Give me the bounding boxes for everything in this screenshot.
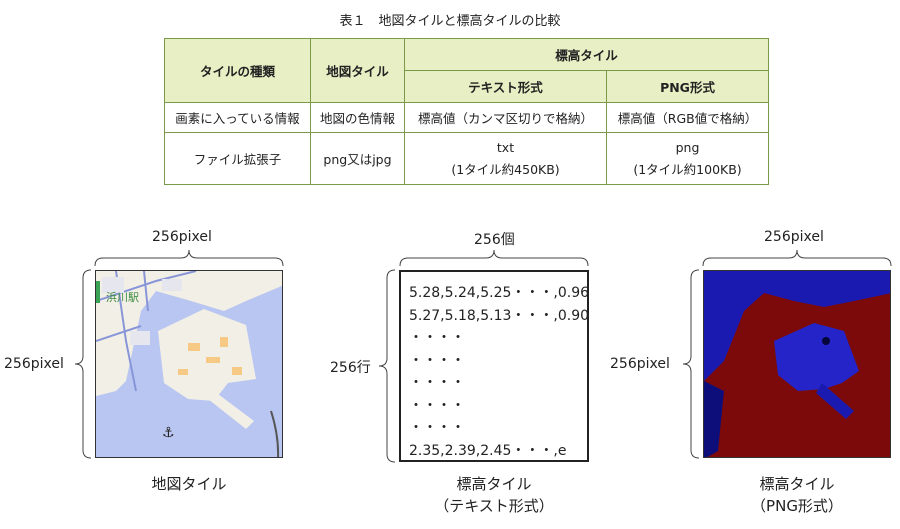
header-png-format: PNG形式	[605, 70, 770, 103]
text-tile-subtitle: （テキスト形式）	[434, 497, 554, 515]
comparison-table: タイルの種類 地図タイル 標高タイル テキスト形式 PNG形式 画素に入っている…	[164, 38, 770, 185]
text-line-6: ・・・・	[409, 397, 465, 414]
text-top-dimension: 256個	[474, 232, 515, 248]
png-tile-image	[703, 270, 891, 458]
header-text-format: テキスト形式	[404, 70, 607, 103]
png-top-bracket	[702, 249, 892, 267]
png-size: (1タイル約100KB)	[633, 161, 742, 177]
text-line-7: ・・・・	[409, 420, 465, 436]
png-ext: png	[675, 139, 700, 155]
map-drawing: 浜川駅 ⚓	[96, 271, 282, 457]
station-label: 浜川駅	[106, 291, 139, 304]
png-side-bracket	[682, 269, 700, 459]
cell-png-extension: png (1タイル約100KB)	[605, 132, 770, 185]
map-top-bracket	[94, 249, 284, 267]
text-tile-box: 5.28,5.24,5.25・・・,0.96 5.27,5.18,5.13・・・…	[399, 270, 589, 462]
png-side-dimension: 256pixel	[610, 356, 670, 372]
text-side-bracket	[378, 269, 396, 463]
row-extension-label: ファイル拡張子	[164, 132, 311, 185]
text-line-8: 2.35,2.39,2.45・・・,e	[409, 442, 567, 459]
text-top-bracket	[399, 249, 589, 267]
png-tile-subtitle: （PNG形式）	[751, 497, 843, 515]
map-tile-title: 地図タイル	[151, 475, 227, 493]
header-map-tile: 地図タイル	[310, 38, 405, 103]
cell-png-pixel-info: 標高値（RGB値で格納）	[605, 102, 770, 133]
png-drawing	[704, 271, 890, 457]
table-caption: 表１ 地図タイルと標高タイルの比較	[339, 14, 561, 29]
map-side-bracket	[74, 269, 92, 459]
anchor-icon: ⚓	[162, 425, 175, 441]
header-elevation-tile: 標高タイル	[403, 38, 770, 71]
cell-map-pixel-info: 地図の色情報	[310, 102, 405, 133]
text-size: (1タイル約450KB)	[451, 161, 560, 177]
text-line-2: 5.27,5.18,5.13・・・,0.90	[409, 307, 590, 324]
text-tile-title: 標高タイル	[456, 475, 532, 493]
text-line-5: ・・・・	[409, 375, 465, 391]
text-line-3: ・・・・	[409, 330, 465, 346]
text-line-1: 5.28,5.24,5.25・・・,0.96	[409, 285, 590, 301]
png-tile-title: 標高タイル	[759, 475, 835, 493]
text-side-dimension: 256行	[330, 360, 371, 376]
map-side-dimension: 256pixel	[4, 356, 64, 372]
cell-map-extension: png又はjpg	[310, 132, 405, 185]
map-top-dimension: 256pixel	[152, 229, 212, 245]
text-line-4: ・・・・	[409, 352, 465, 369]
cell-text-extension: txt (1タイル約450KB)	[404, 132, 607, 185]
map-tile-image: 浜川駅 ⚓	[95, 270, 283, 458]
png-top-dimension: 256pixel	[764, 229, 824, 245]
text-ext: txt	[496, 139, 515, 155]
